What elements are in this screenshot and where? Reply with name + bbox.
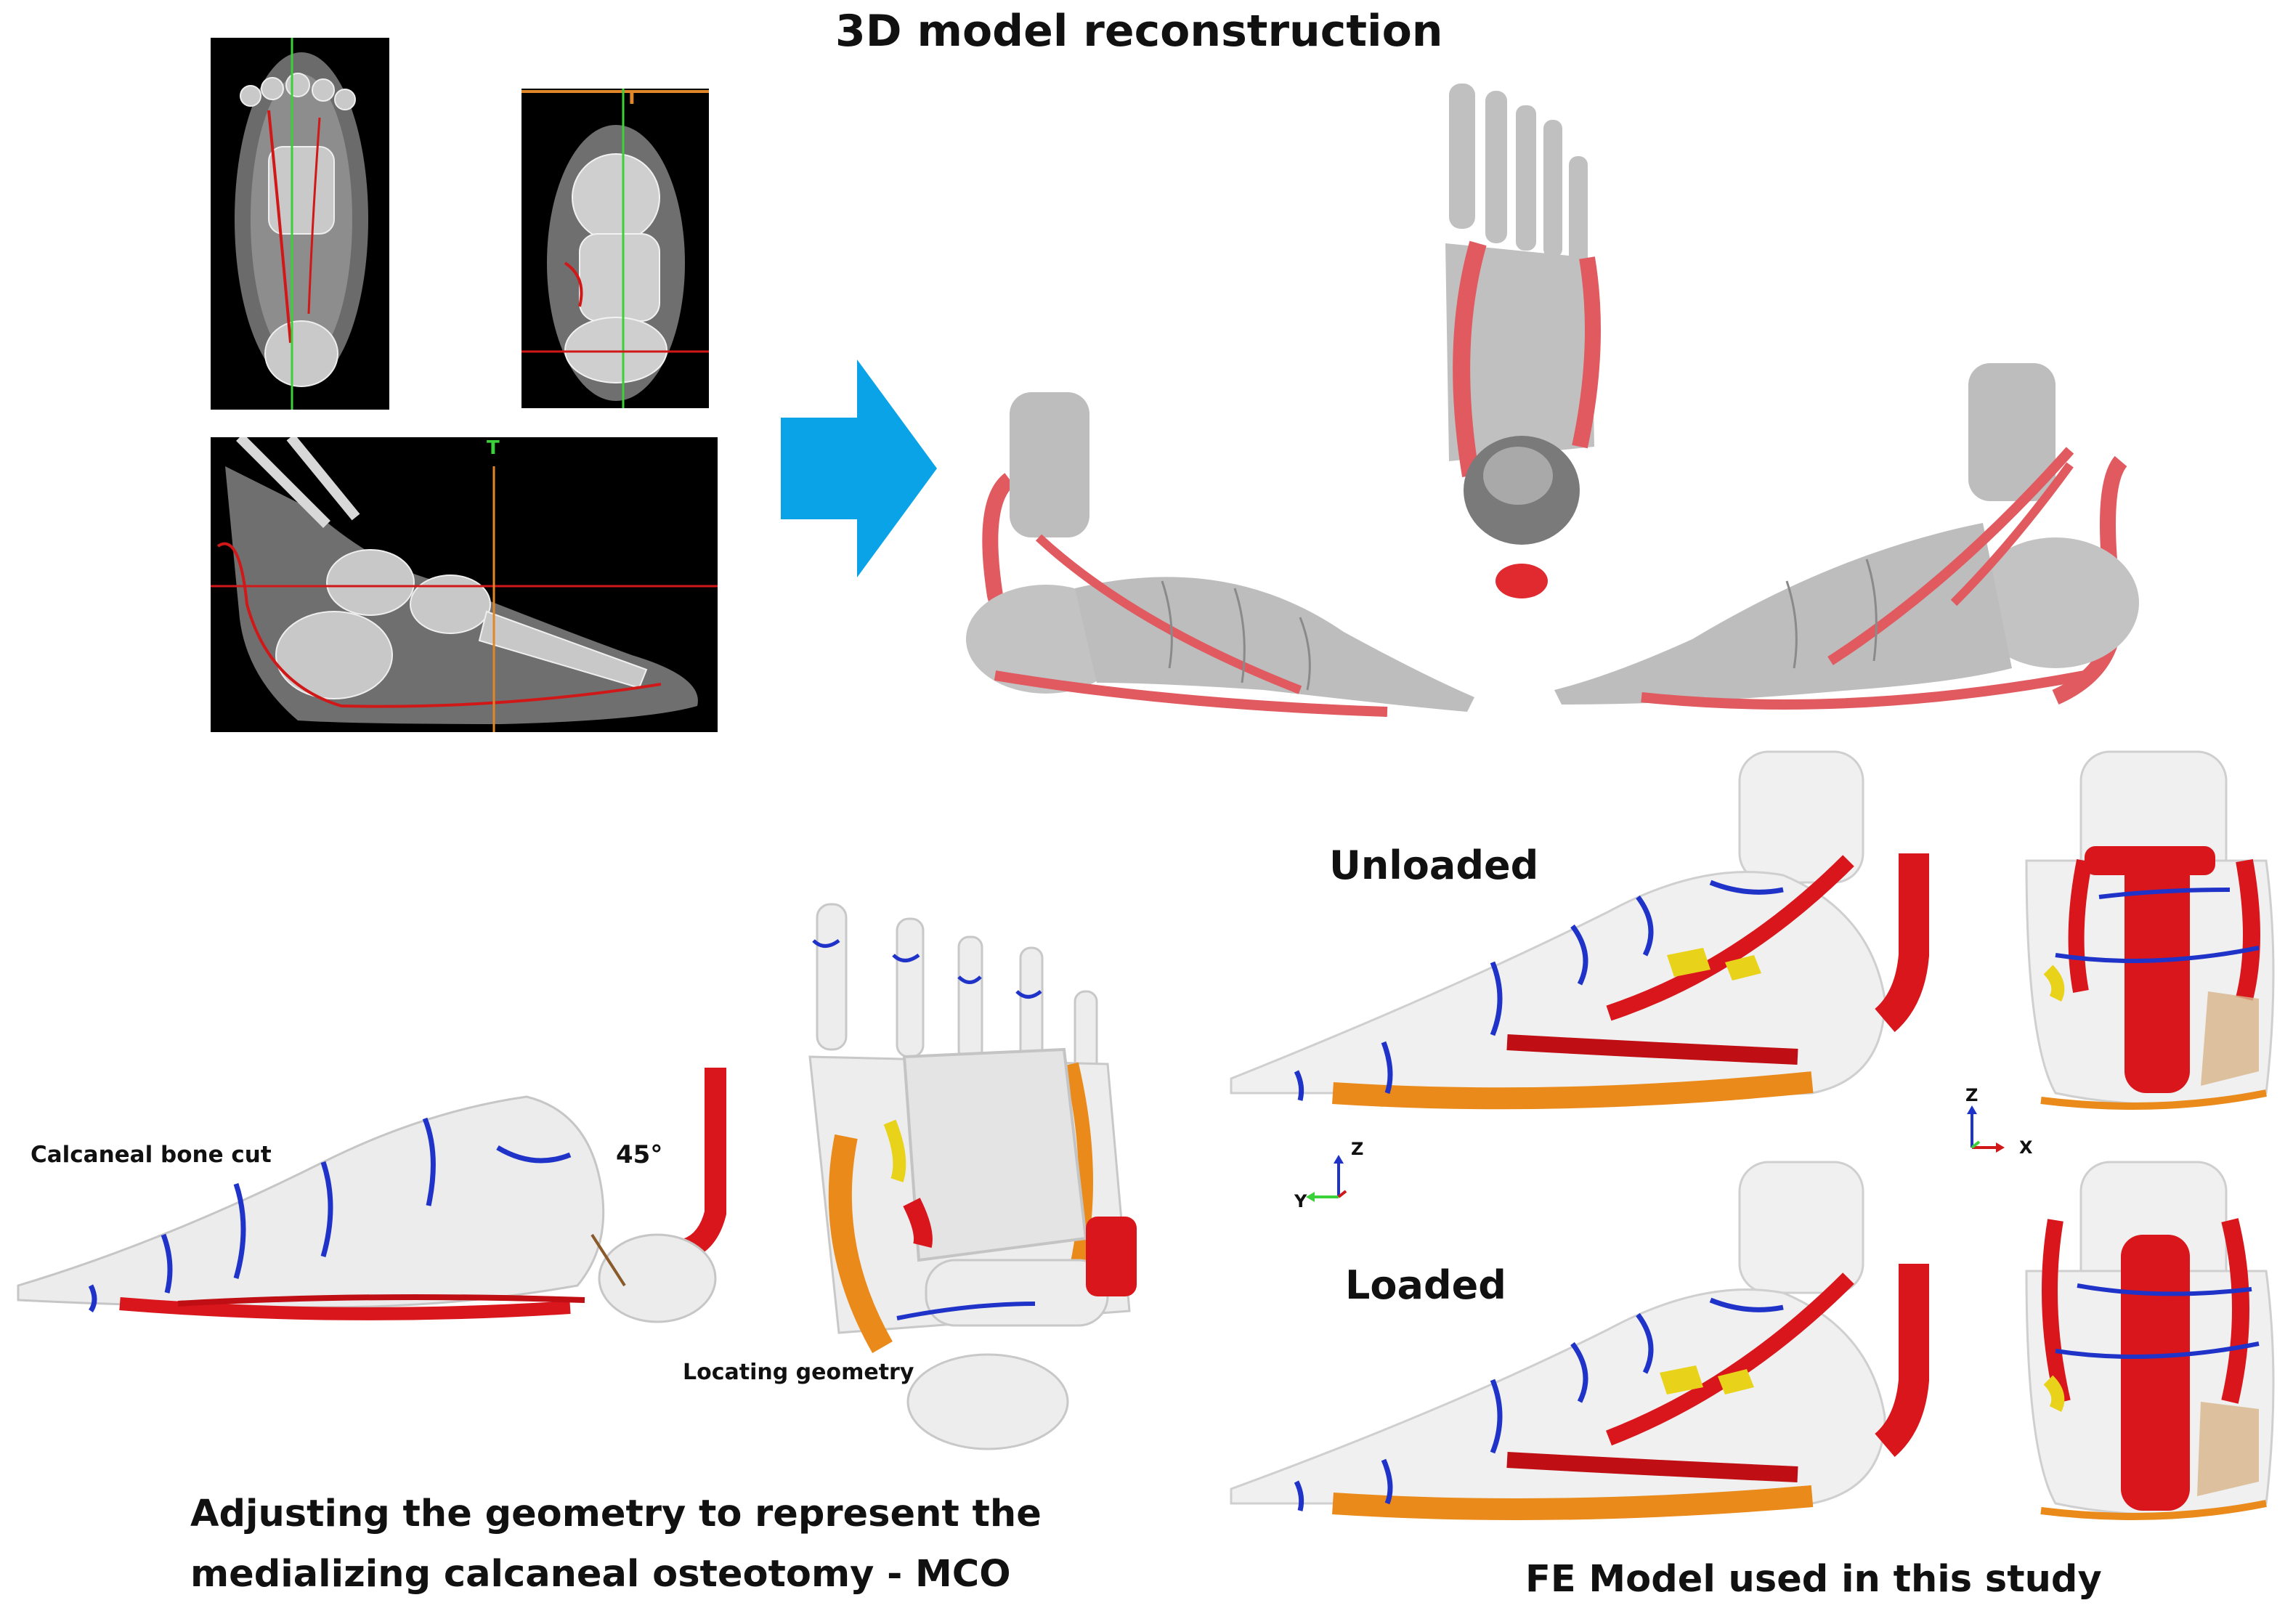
axis-right-z-label: Z — [1965, 1085, 1979, 1105]
fe-unloaded-posterior-model — [2025, 750, 2275, 1110]
mco-caption-line1: Adjusting the geometry to represent the — [190, 1493, 1042, 1535]
foot-model-lateral-view — [1554, 363, 2139, 710]
mco-caption-line2: medializing calcaneal osteotomy - MCO — [190, 1553, 1011, 1596]
foot-model-medial-view — [966, 392, 1474, 717]
ct-coronal-image — [521, 89, 709, 408]
reconstruction-arrow-icon — [781, 360, 937, 577]
calcaneal-bone-cut-label: Calcaneal bone cut — [31, 1142, 272, 1168]
fe-loaded-posterior-model — [2025, 1161, 2275, 1520]
axis-right-x-label: X — [2019, 1137, 2033, 1158]
loaded-label: Loaded — [1345, 1262, 1506, 1308]
axis-triad-left-icon — [1306, 1155, 1347, 1202]
ct-coronal-marker: T — [625, 89, 638, 109]
foot-model-plantar-view — [1445, 84, 1601, 598]
locating-geometry-model — [808, 903, 1137, 1450]
ct-axial-view — [211, 38, 389, 410]
ct-sagittal-marker: T — [487, 437, 500, 459]
ct-sagittal-view: T — [211, 437, 718, 732]
fe-loaded-medial-model — [1230, 1161, 1929, 1520]
axis-left-z-label: Z — [1351, 1139, 1364, 1159]
axis-triad-right-icon — [1967, 1105, 2005, 1153]
mco-foot-model — [17, 1068, 726, 1323]
ct-sagittal-image — [211, 437, 718, 732]
ct-axial-image — [235, 38, 368, 410]
fe-unloaded-medial-model — [1230, 750, 1929, 1110]
unloaded-label: Unloaded — [1329, 843, 1539, 888]
fe-model-caption: FE Model used in this study — [1525, 1558, 2102, 1601]
osteotomy-angle-label: 45° — [616, 1140, 663, 1169]
locating-geometry-label: Locating geometry — [683, 1360, 914, 1385]
ct-coronal-view: T — [521, 89, 709, 408]
axis-left-y-label: Y — [1294, 1191, 1307, 1211]
page-title: 3D model reconstruction — [835, 6, 1443, 57]
